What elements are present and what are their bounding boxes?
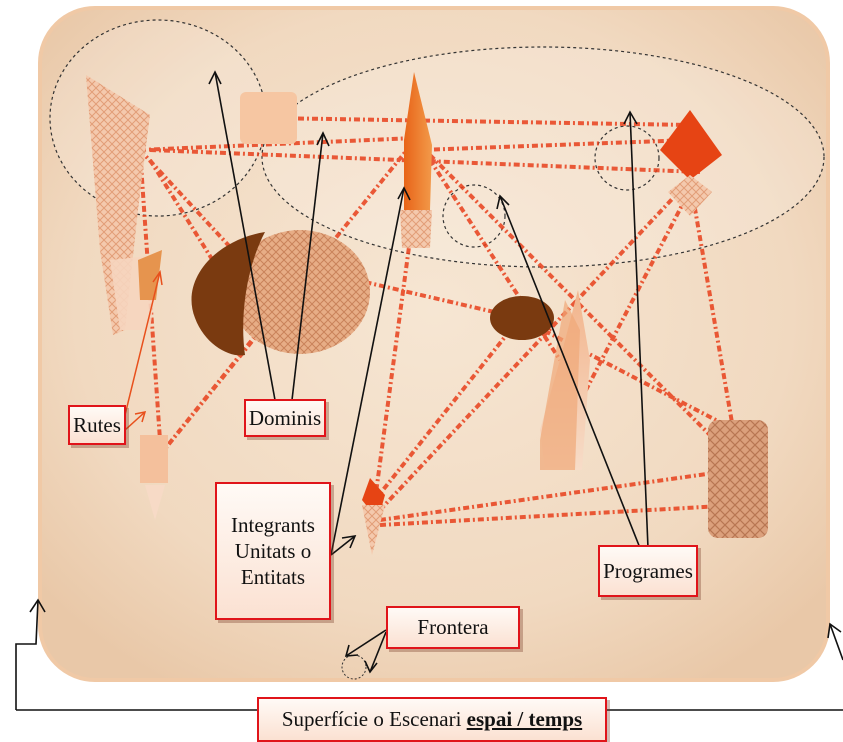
entity-shape-left-tall bbox=[86, 75, 150, 335]
label-dominis: Dominis bbox=[244, 399, 326, 437]
label-integrants-line3: Entitats bbox=[240, 565, 306, 590]
domain-ellipse-left bbox=[49, 19, 267, 217]
entity-shape-square-right bbox=[708, 420, 768, 538]
label-programes-text: Programes bbox=[603, 558, 693, 583]
label-dominis-text: Dominis bbox=[248, 405, 322, 430]
label-superficie-underlined: espai / temps bbox=[466, 707, 583, 732]
entity-shape-square-top bbox=[240, 92, 297, 144]
label-integrants-line2: Unitats o bbox=[234, 538, 312, 563]
entity-shape-cone-right-front bbox=[540, 300, 580, 470]
label-superficie-prefix: Superfície o Escenari bbox=[281, 707, 467, 732]
label-rutes: Rutes bbox=[68, 405, 126, 445]
label-programes: Programes bbox=[598, 545, 698, 597]
program-circle-top bbox=[594, 125, 660, 191]
entity-shape-integrants-lower bbox=[362, 505, 385, 555]
label-rutes-text: Rutes bbox=[73, 412, 121, 437]
domain-blob-hatched bbox=[230, 230, 370, 354]
entity-shape-diamond-lower bbox=[668, 175, 712, 216]
entity-shape-square-bottom bbox=[140, 435, 168, 483]
program-circle-mid bbox=[442, 184, 506, 248]
label-superficie: Superfície o Escenari espai / temps bbox=[257, 697, 607, 742]
label-frontera: Frontera bbox=[386, 606, 520, 649]
rutes-pointer bbox=[124, 270, 163, 431]
label-integrants: Integrants Unitats o Entitats bbox=[215, 482, 331, 620]
domain-blob-dark bbox=[191, 232, 265, 356]
pointer-arrows bbox=[15, 70, 843, 711]
label-integrants-line1: Integrants bbox=[231, 512, 315, 537]
entity-shape-diamond bbox=[660, 110, 722, 180]
domain-oval-dark bbox=[490, 296, 554, 340]
entity-shape-cone-base bbox=[400, 210, 432, 248]
entity-shape-square-bottom-tail bbox=[145, 485, 165, 520]
label-frontera-text: Frontera bbox=[417, 615, 489, 640]
entity-shape-cone-top bbox=[404, 72, 432, 212]
